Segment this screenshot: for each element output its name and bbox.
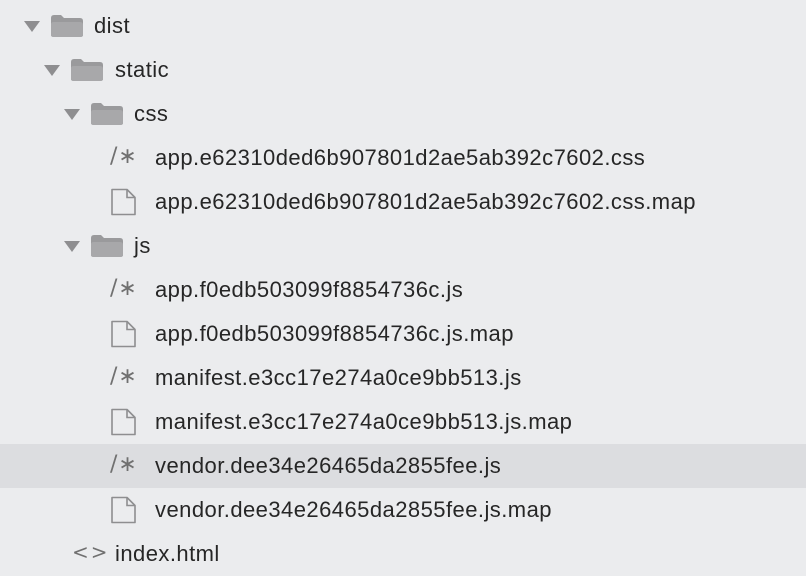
file-row[interactable]: /∗ manifest.e3cc17e274a0ce9bb513.js (0, 356, 806, 400)
document-icon (110, 320, 138, 348)
item-label: app.e62310ded6b907801d2ae5ab392c7602.css… (155, 189, 696, 214)
item-label: app.f0edb503099f8854736c.js (155, 277, 464, 302)
file-row[interactable]: /∗ app.f0edb503099f8854736c.js (0, 268, 806, 312)
item-label: dist (94, 13, 131, 38)
folder-row[interactable]: css (0, 92, 806, 136)
folder-icon (50, 14, 84, 38)
code-icon: <> (72, 540, 110, 564)
file-row[interactable]: /∗ app.e62310ded6b907801d2ae5ab392c7602.c… (0, 136, 806, 180)
item-label: manifest.e3cc17e274a0ce9bb513.js.map (155, 409, 573, 434)
item-label: vendor.dee34e26465da2855fee.js.map (155, 497, 552, 522)
file-row[interactable]: app.f0edb503099f8854736c.js.map (0, 312, 806, 356)
folder-icon (90, 234, 124, 258)
item-label: manifest.e3cc17e274a0ce9bb513.js (155, 365, 522, 390)
folder-row[interactable]: js (0, 224, 806, 268)
file-row[interactable]: <>index.html (0, 532, 806, 576)
disclosure-triangle-icon[interactable] (24, 21, 40, 32)
document-icon (110, 408, 138, 436)
item-label: vendor.dee34e26465da2855fee.js (155, 453, 502, 478)
disclosure-triangle-icon[interactable] (64, 109, 80, 120)
comment-icon: /∗ (110, 364, 138, 389)
item-label: js (134, 233, 151, 258)
file-row[interactable]: manifest.e3cc17e274a0ce9bb513.js.map (0, 400, 806, 444)
file-row[interactable]: vendor.dee34e26465da2855fee.js.map (0, 488, 806, 532)
disclosure-triangle-icon[interactable] (64, 241, 80, 252)
file-row[interactable]: app.e62310ded6b907801d2ae5ab392c7602.css… (0, 180, 806, 224)
item-label: index.html (115, 541, 220, 566)
folder-row[interactable]: static (0, 48, 806, 92)
comment-icon: /∗ (110, 144, 138, 169)
document-icon (110, 188, 138, 216)
disclosure-triangle-icon[interactable] (44, 65, 60, 76)
folder-row[interactable]: dist (0, 4, 806, 48)
comment-icon: /∗ (110, 276, 138, 301)
item-label: css (134, 101, 169, 126)
item-label: static (115, 57, 170, 82)
comment-icon: /∗ (110, 452, 138, 477)
folder-icon (90, 102, 124, 126)
document-icon (110, 496, 138, 524)
item-label: app.e62310ded6b907801d2ae5ab392c7602.css (155, 145, 646, 170)
file-row[interactable]: /∗ vendor.dee34e26465da2855fee.js (0, 444, 806, 488)
item-label: app.f0edb503099f8854736c.js.map (155, 321, 514, 346)
folder-icon (70, 58, 104, 82)
